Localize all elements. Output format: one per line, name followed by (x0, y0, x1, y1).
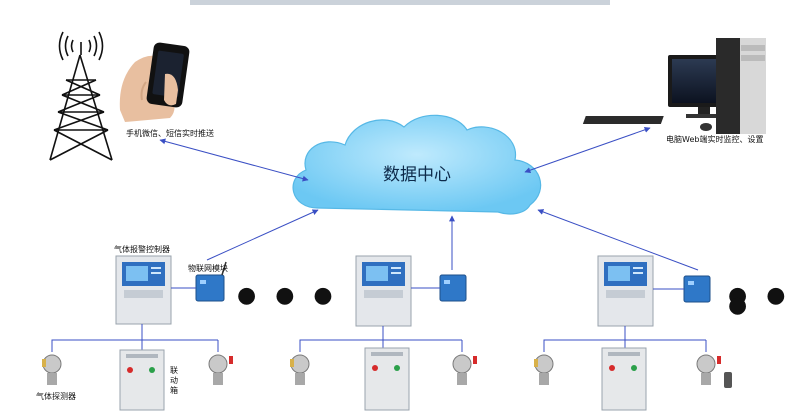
gas-alarm-controller-middle (355, 255, 412, 327)
radio-tower-icon (49, 31, 113, 161)
desktop-computer-icon (582, 38, 766, 134)
controller-caption: 气体报警控制器 (114, 245, 170, 254)
gas-alarm-controller-right (597, 255, 654, 327)
computer-caption: 电脑Web端实时监控、设置 (666, 135, 764, 144)
computer-cloud-arrow (524, 126, 651, 174)
controller-module-links (171, 287, 684, 290)
gas-detector-icon-6 (696, 354, 732, 388)
iot-module-caption: 物联网模块 (188, 264, 228, 273)
gas-detector-icon-3 (290, 354, 310, 385)
linkage-box-left (119, 349, 165, 411)
ellipsis-left: ● ● ● (237, 283, 339, 308)
iot-module-right-icon (683, 275, 711, 303)
phone-caption: 手机微信、短信实时推送 (126, 129, 214, 138)
detector-bus-lines (51, 324, 707, 352)
right-module-arrow (537, 209, 699, 271)
top-caption-strip (190, 0, 610, 5)
cloud-label: 数据中心 (383, 165, 451, 185)
gas-detector-icon-5 (534, 354, 554, 385)
gas-alarm-controller-left (115, 255, 172, 325)
gas-detector-icon-4 (452, 354, 477, 385)
phone-cloud-arrow (159, 138, 309, 182)
gas-detector-icon-2 (208, 354, 233, 385)
ellipsis-right: ● ● ● (728, 283, 792, 318)
smartphone-hand-icon (119, 42, 190, 122)
left-module-arrow (206, 209, 319, 261)
linkage-box-middle (364, 347, 410, 411)
linkage-box-caption: 联动箱 (170, 366, 178, 395)
linkage-box-right (601, 347, 647, 411)
gas-detector-icon-1 (42, 354, 62, 385)
iot-module-middle-icon (439, 274, 467, 302)
detector-caption: 气体探测器 (36, 392, 76, 401)
data-center-cloud: 数据中心 (292, 114, 542, 215)
top-links (159, 126, 699, 271)
